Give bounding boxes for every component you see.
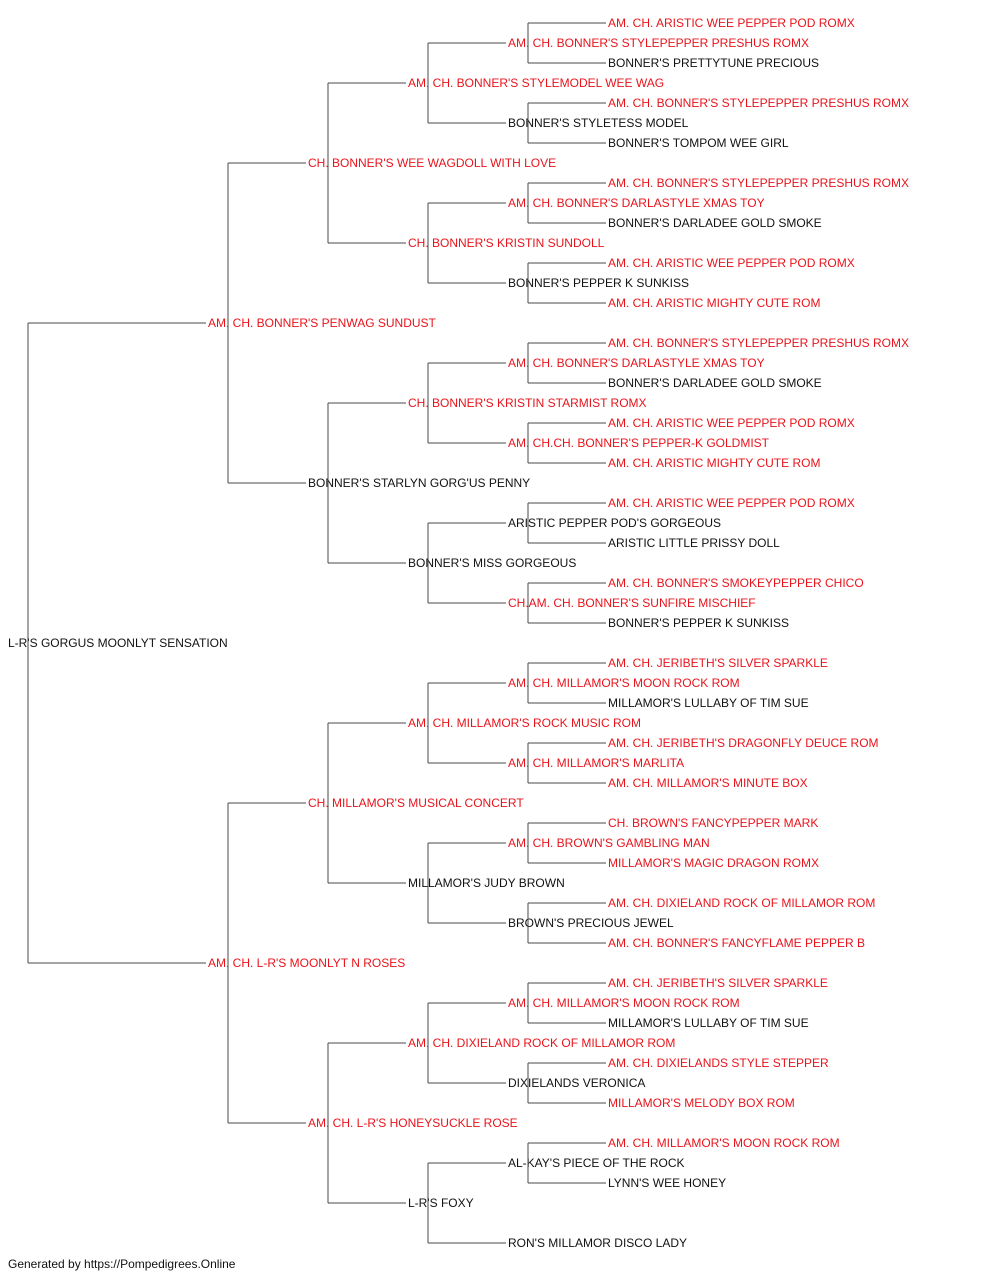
ancestor-name: AL-KAY'S PIECE OF THE ROCK <box>508 1156 685 1170</box>
ancestor-name: RON'S MILLAMOR DISCO LADY <box>508 1236 687 1250</box>
ancestor-name: AM. CH.CH. BONNER'S PEPPER-K GOLDMIST <box>508 436 770 450</box>
ancestor-name: AM. CH. BONNER'S STYLEPEPPER PRESHUS ROM… <box>608 96 909 110</box>
ancestor-name: AM. CH. L-R'S HONEYSUCKLE ROSE <box>308 1116 518 1130</box>
ancestor-name: AM. CH. DIXIELANDS STYLE STEPPER <box>608 1056 829 1070</box>
ancestor-name: BONNER'S STYLETESS MODEL <box>508 116 689 130</box>
ancestor-name: AM. CH. ARISTIC WEE PEPPER POD ROMX <box>608 256 855 270</box>
ancestor-name: AM. CH. JERIBETH'S DRAGONFLY DEUCE ROM <box>608 736 879 750</box>
ancestor-name: CH. BROWN'S FANCYPEPPER MARK <box>608 816 818 830</box>
ancestor-name: AM. CH. BONNER'S FANCYFLAME PEPPER B <box>608 936 865 950</box>
ancestor-name: CH. BONNER'S WEE WAGDOLL WITH LOVE <box>308 156 556 170</box>
ancestor-name: BONNER'S MISS GORGEOUS <box>408 556 576 570</box>
ancestor-name: AM. CH. ARISTIC MIGHTY CUTE ROM <box>608 296 820 310</box>
ancestor-name: AM. CH. MILLAMOR'S MOON ROCK ROM <box>508 996 740 1010</box>
footer-credit: Generated by https://Pompedigrees.Online <box>8 1257 236 1271</box>
ancestor-name: L-R'S FOXY <box>408 1196 474 1210</box>
ancestor-name: AM. CH. MILLAMOR'S MOON ROCK ROM <box>608 1136 840 1150</box>
ancestor-name: CH. MILLAMOR'S MUSICAL CONCERT <box>308 796 524 810</box>
ancestor-name: LYNN'S WEE HONEY <box>608 1176 726 1190</box>
ancestor-name: AM. CH. BONNER'S STYLEPEPPER PRESHUS ROM… <box>508 36 809 50</box>
subject-name: L-R'S GORGUS MOONLYT SENSATION <box>8 636 228 650</box>
ancestor-name: AM. CH. MILLAMOR'S MARLITA <box>508 756 684 770</box>
ancestor-name: CH.AM. CH. BONNER'S SUNFIRE MISCHIEF <box>508 596 756 610</box>
ancestor-name: MILLAMOR'S LULLABY OF TIM SUE <box>608 696 809 710</box>
ancestor-name: BONNER'S PRETTYTUNE PRECIOUS <box>608 56 819 70</box>
ancestor-name: AM. CH. DIXIELAND ROCK OF MILLAMOR ROM <box>608 896 875 910</box>
ancestor-name: BONNER'S PEPPER K SUNKISS <box>508 276 689 290</box>
ancestor-name: CH. BONNER'S KRISTIN SUNDOLL <box>408 236 605 250</box>
ancestor-name: AM. CH. DIXIELAND ROCK OF MILLAMOR ROM <box>408 1036 675 1050</box>
ancestor-name: AM. CH. ARISTIC MIGHTY CUTE ROM <box>608 456 820 470</box>
ancestor-name: AM. CH. ARISTIC WEE PEPPER POD ROMX <box>608 496 855 510</box>
ancestor-name: MILLAMOR'S JUDY BROWN <box>408 876 565 890</box>
ancestor-name: MILLAMOR'S MAGIC DRAGON ROMX <box>608 856 819 870</box>
ancestor-name: AM. CH. BONNER'S SMOKEYPEPPER CHICO <box>608 576 864 590</box>
ancestor-name: AM. CH. BONNER'S STYLEPEPPER PRESHUS ROM… <box>608 336 909 350</box>
ancestor-name: AM. CH. L-R'S MOONLYT N ROSES <box>208 956 405 970</box>
ancestor-name: AM. CH. BONNER'S STYLEPEPPER PRESHUS ROM… <box>608 176 909 190</box>
ancestor-name: AM. CH. MILLAMOR'S ROCK MUSIC ROM <box>408 716 641 730</box>
ancestor-name: ARISTIC PEPPER POD'S GORGEOUS <box>508 516 721 530</box>
ancestor-name: AM. CH. JERIBETH'S SILVER SPARKLE <box>608 976 828 990</box>
ancestor-name: AM. CH. MILLAMOR'S MOON ROCK ROM <box>508 676 740 690</box>
ancestor-name: AM. CH. BONNER'S DARLASTYLE XMAS TOY <box>508 356 765 370</box>
ancestor-name: BONNER'S DARLADEE GOLD SMOKE <box>608 216 822 230</box>
ancestor-name: CH. BONNER'S KRISTIN STARMIST ROMX <box>408 396 647 410</box>
ancestor-name: BONNER'S STARLYN GORG'US PENNY <box>308 476 530 490</box>
ancestor-name: AM. CH. BONNER'S STYLEMODEL WEE WAG <box>408 76 664 90</box>
ancestor-name: AM. CH. ARISTIC WEE PEPPER POD ROMX <box>608 16 855 30</box>
ancestor-name: AM. CH. ARISTIC WEE PEPPER POD ROMX <box>608 416 855 430</box>
ancestor-name: AM. CH. BONNER'S DARLASTYLE XMAS TOY <box>508 196 765 210</box>
ancestor-name: BONNER'S DARLADEE GOLD SMOKE <box>608 376 822 390</box>
ancestor-name: AM. CH. BROWN'S GAMBLING MAN <box>508 836 710 850</box>
ancestor-name: DIXIELANDS VERONICA <box>508 1076 645 1090</box>
ancestor-name: AM. CH. BONNER'S PENWAG SUNDUST <box>208 316 437 330</box>
ancestor-name: BONNER'S TOMPOM WEE GIRL <box>608 136 789 150</box>
ancestor-name: MILLAMOR'S MELODY BOX ROM <box>608 1096 795 1110</box>
ancestor-name: AM. CH. MILLAMOR'S MINUTE BOX <box>608 776 808 790</box>
ancestor-name: MILLAMOR'S LULLABY OF TIM SUE <box>608 1016 809 1030</box>
ancestor-name: AM. CH. JERIBETH'S SILVER SPARKLE <box>608 656 828 670</box>
ancestor-name: BONNER'S PEPPER K SUNKISS <box>608 616 789 630</box>
ancestor-name: BROWN'S PRECIOUS JEWEL <box>508 916 674 930</box>
ancestor-name: ARISTIC LITTLE PRISSY DOLL <box>608 536 780 550</box>
pedigree-tree: L-R'S GORGUS MOONLYT SENSATION AM. CH. BO… <box>8 16 909 1250</box>
